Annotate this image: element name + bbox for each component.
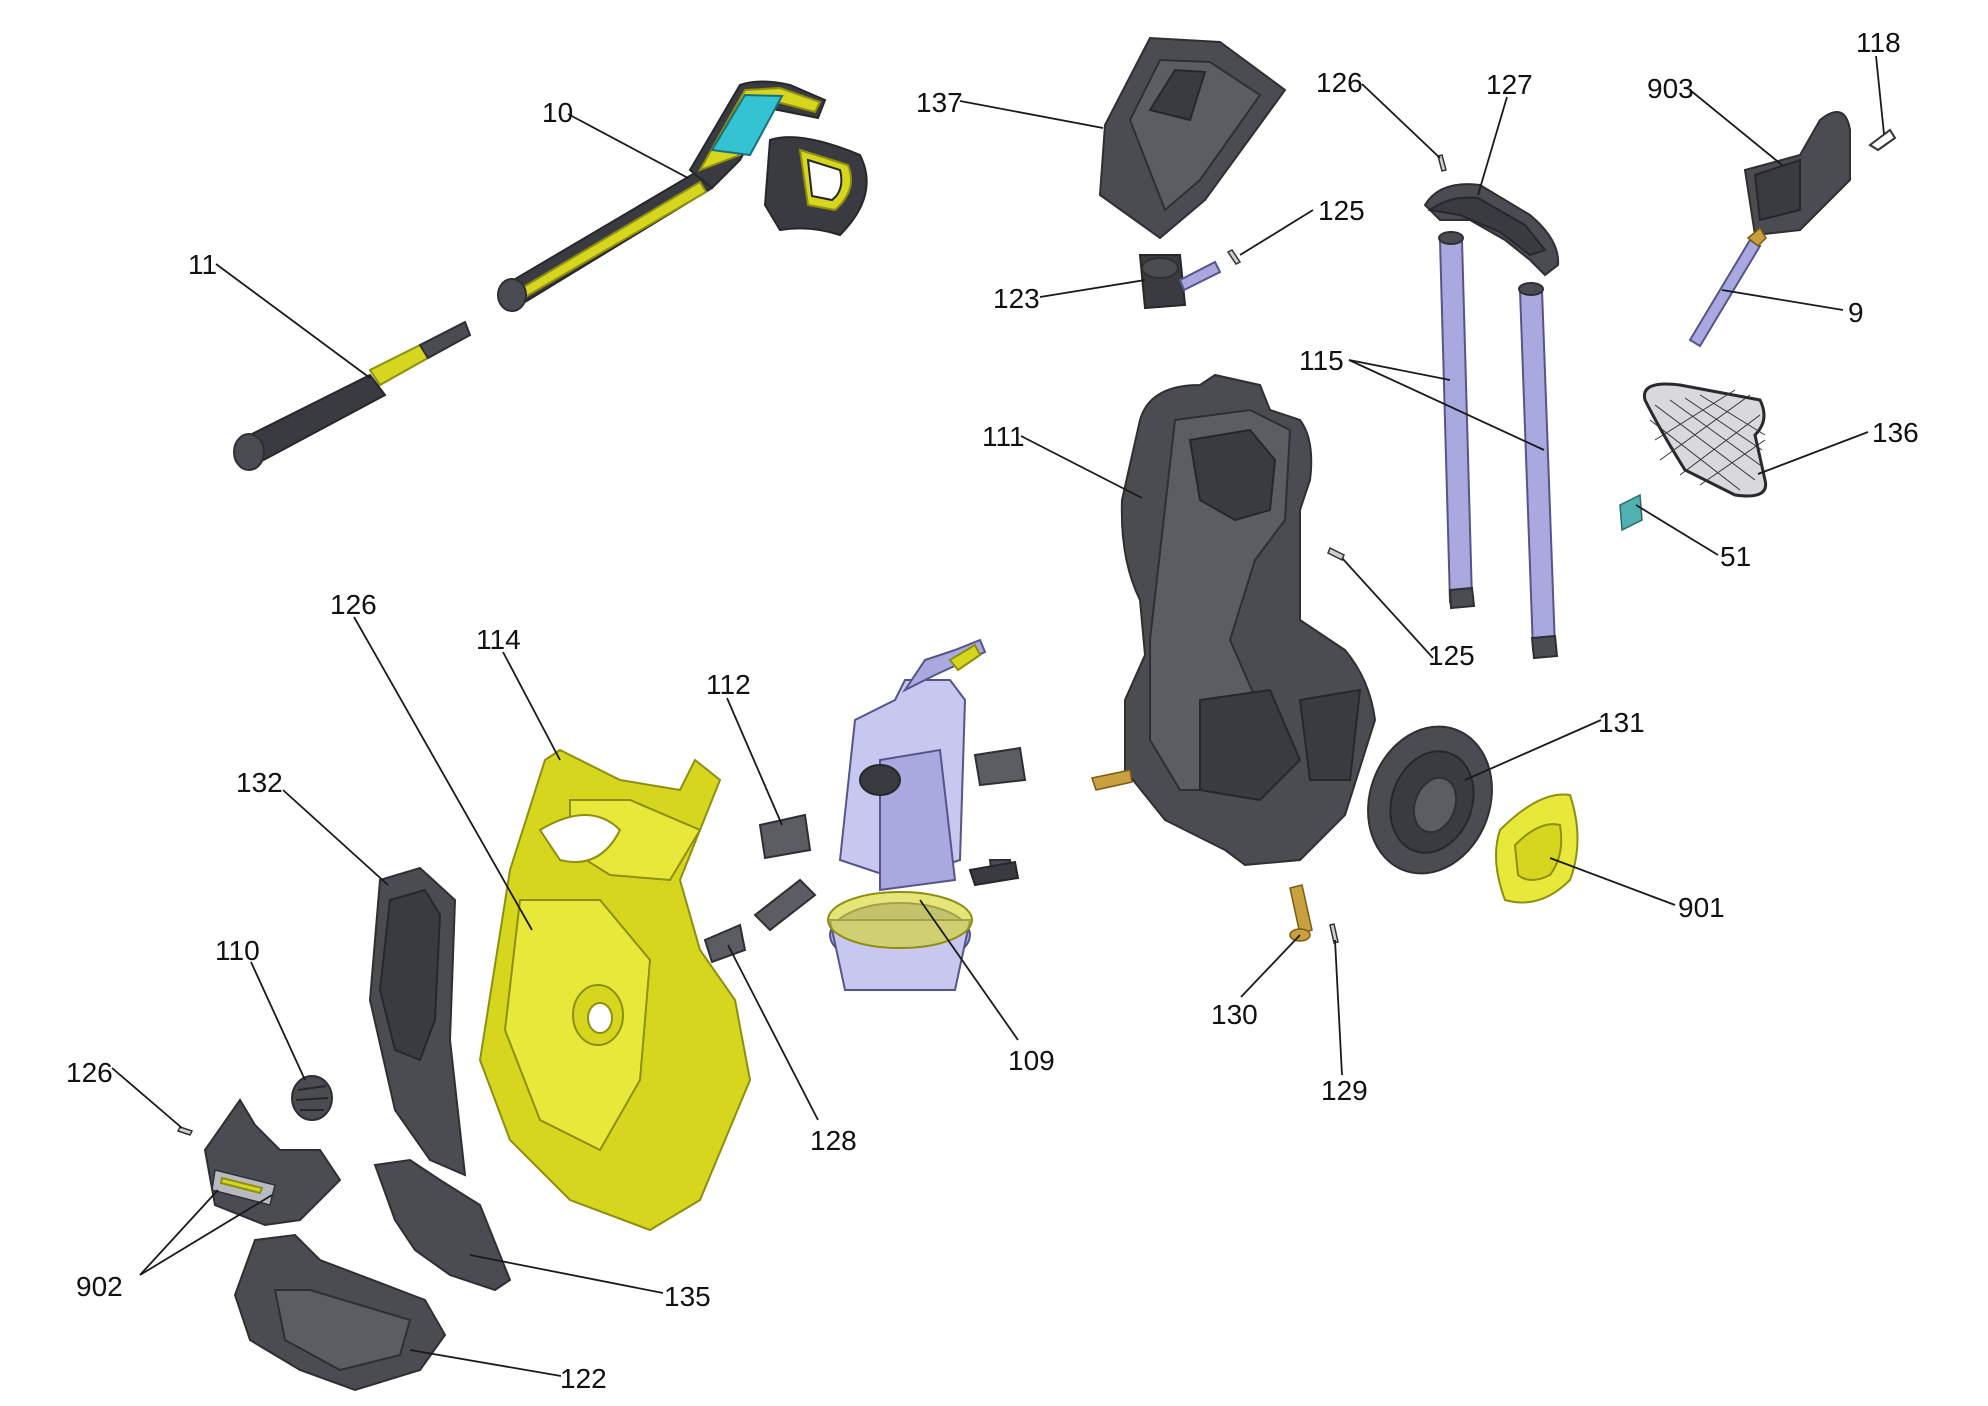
leader-126b [353, 616, 533, 931]
label-part-118: 118 [1856, 27, 1901, 58]
label-part-9: 9 [1848, 297, 1864, 328]
label-part-126-mid: 126 [330, 589, 377, 620]
part-screw-125-frame [1327, 546, 1345, 562]
label-part-125-frame: 125 [1428, 640, 1475, 671]
leader-123 [1039, 279, 1146, 298]
label-part-137: 137 [916, 87, 963, 118]
part-blocks [758, 746, 1027, 860]
label-part-125-top: 125 [1318, 195, 1365, 226]
leader-137 [959, 100, 1104, 129]
part-pin [1329, 923, 1339, 944]
part-screw-126-left [176, 1126, 194, 1136]
leader-127 [1477, 96, 1508, 196]
leader-129 [1334, 939, 1343, 1076]
part-spray-gun [497, 80, 868, 312]
label-part-110: 110 [215, 935, 260, 966]
label-part-136: 136 [1872, 417, 1919, 448]
leader-11 [215, 263, 371, 379]
part-pump-motor [753, 638, 1020, 991]
label-part-11: 11 [188, 249, 217, 280]
label-part-111: 111 [982, 421, 1025, 452]
leader-902a [139, 1189, 219, 1276]
label-part-109: 109 [1008, 1045, 1055, 1076]
leader-115a [1348, 359, 1451, 381]
leader-115b [1348, 359, 1545, 451]
label-part-901: 901 [1678, 892, 1725, 923]
part-valve [1138, 254, 1222, 310]
leader-110 [250, 961, 306, 1081]
label-part-129: 129 [1321, 1075, 1368, 1106]
part-mesh-grille [1642, 382, 1768, 498]
label-part-114: 114 [476, 624, 521, 655]
leader-136 [1757, 431, 1869, 475]
leader-901 [1549, 857, 1676, 906]
part-brass-connector [1289, 884, 1313, 942]
part-base-tray [233, 1233, 447, 1392]
part-main-frame [1120, 373, 1377, 867]
label-part-51: 51 [1720, 541, 1751, 572]
part-lance [233, 320, 472, 471]
part-screw-125-top [1226, 249, 1242, 265]
label-part-112: 112 [706, 669, 751, 700]
label-part-132: 132 [236, 767, 283, 798]
part-screw-126-top [1437, 154, 1447, 172]
leader-902b [139, 1194, 273, 1276]
label-part-128: 128 [810, 1125, 857, 1156]
leader-128 [727, 944, 819, 1121]
leader-51 [1635, 504, 1719, 556]
label-part-903: 903 [1647, 73, 1694, 104]
part-storage-basket [1098, 36, 1287, 240]
label-part-135: 135 [664, 1281, 711, 1312]
label-part-130: 130 [1211, 999, 1258, 1030]
leader-131 [1464, 719, 1602, 781]
label-part-123: 123 [993, 283, 1040, 314]
part-lower-panel [373, 1158, 512, 1292]
part-tubes [1438, 231, 1559, 660]
part-front-cover [478, 748, 752, 1232]
leader-111 [1020, 435, 1143, 499]
part-knob [291, 1075, 333, 1121]
leader-118 [1875, 55, 1885, 135]
label-part-115: 115 [1299, 345, 1344, 376]
label-part-127: 127 [1486, 69, 1533, 100]
leader-130 [1240, 934, 1301, 998]
part-fitting [703, 923, 747, 964]
leader-9 [1721, 289, 1844, 311]
part-handle-grip [1423, 183, 1560, 277]
part-side-panel [368, 866, 467, 1177]
leader-109 [919, 899, 1019, 1041]
leader-132 [282, 789, 389, 886]
label-part-902: 902 [76, 1271, 123, 1302]
leader-122 [409, 1349, 562, 1377]
leader-126c [111, 1067, 183, 1129]
label-part-126-left: 126 [66, 1057, 113, 1088]
part-hub-cap [1495, 793, 1579, 904]
part-rod-nozzle [1688, 226, 1767, 348]
part-frame-fitting [1091, 769, 1133, 791]
leader-114 [502, 651, 561, 761]
leader-903 [1689, 89, 1783, 166]
label-part-122: 122 [560, 1363, 607, 1394]
leader-135 [469, 1254, 664, 1294]
leader-lines [111, 55, 1885, 1377]
part-base-front [203, 1098, 342, 1227]
label-part-10: 10 [542, 97, 573, 128]
leader-125a [1239, 209, 1314, 256]
part-bracket [1743, 111, 1851, 237]
part-sticker [1619, 493, 1643, 532]
label-part-126-top: 126 [1316, 67, 1363, 98]
leader-112 [726, 697, 783, 826]
part-wheel [1367, 725, 1493, 875]
label-part-131: 131 [1598, 707, 1645, 738]
part-number-labels: 10 11 137 123 125 126 127 903 118 9 115 … [66, 27, 1919, 1394]
leader-125b [1341, 557, 1434, 659]
part-clip [1868, 128, 1897, 152]
leader-10 [567, 113, 689, 179]
leader-126a [1361, 83, 1441, 159]
